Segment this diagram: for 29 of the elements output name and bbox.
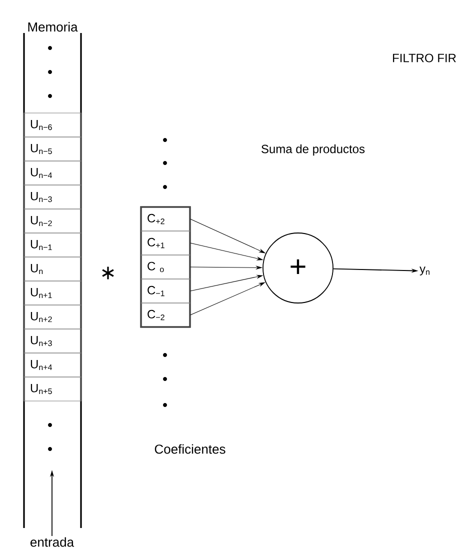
coefficient-cell: C$_{+1}$ bbox=[140, 230, 190, 256]
memory-cell: U$_{n−1}$ bbox=[24, 232, 82, 258]
arrow bbox=[190, 242, 263, 260]
memory-cell: U$_{n+3}$ bbox=[24, 328, 82, 354]
input-label: entrada bbox=[30, 537, 74, 547]
memory-cell: U$_{n−3}$ bbox=[24, 184, 82, 210]
caption-text: Coeficientes bbox=[154, 444, 226, 454]
memory-cell: U$_{n+5}$ bbox=[24, 376, 82, 402]
memory-cell: U$_{n+4}$ bbox=[24, 352, 82, 378]
memory-cell: U$_{n−2}$ bbox=[24, 208, 82, 234]
memory-cell: U$_{n+2}$ bbox=[24, 304, 82, 330]
coefficient-cell: C$_{−1}$ bbox=[140, 278, 190, 304]
memory-cell: U$_{n}$ bbox=[24, 256, 82, 282]
coefficient-cell: C $_{o}$ bbox=[140, 254, 190, 280]
arrow bbox=[190, 274, 263, 292]
caption-text: Suma de productos bbox=[262, 144, 365, 156]
multiply-sign: ∗ bbox=[102, 266, 114, 280]
coefficient-cell: C$_{+2}$ bbox=[140, 206, 190, 232]
output-label: y$_{n}$ bbox=[420, 266, 430, 276]
title: FILTRO FIR bbox=[393, 54, 456, 62]
memory-cell: U$_{n+1}$ bbox=[24, 280, 82, 306]
coefficient-cell: C$_{−2}$ bbox=[140, 302, 190, 328]
memory-cell: U$_{n−5}$ bbox=[24, 136, 82, 162]
arrow bbox=[190, 218, 266, 254]
arrow bbox=[190, 266, 262, 270]
arrow bbox=[190, 282, 265, 316]
memory-cell: U$_{n−6}$ bbox=[24, 112, 82, 138]
memory-cell: U$_{n−4}$ bbox=[24, 160, 82, 186]
coefficient-box bbox=[140, 206, 191, 328]
